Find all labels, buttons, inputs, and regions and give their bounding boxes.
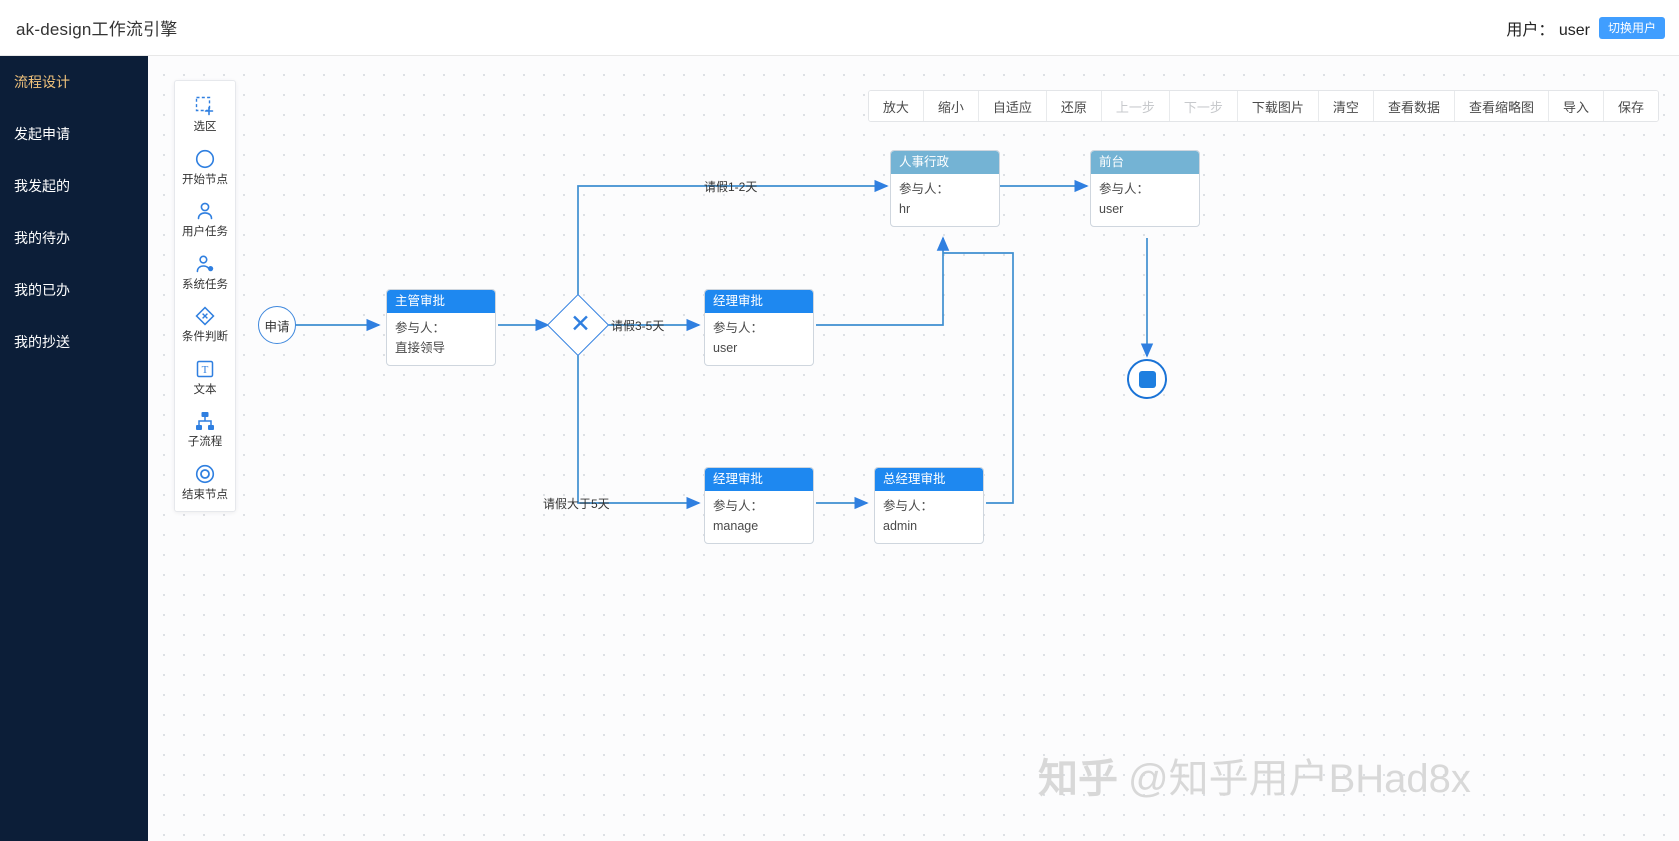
canvas-toolbar: 放大 缩小 自适应 还原 上一步 下一步 下载图片 清空 查看数据 查看缩略图 … bbox=[867, 90, 1659, 122]
view-data-button[interactable]: 查看数据 bbox=[1373, 91, 1455, 121]
undo-button[interactable]: 上一步 bbox=[1101, 91, 1170, 121]
node-front-desk[interactable]: 前台 参与人： user bbox=[1090, 150, 1200, 227]
participant-label: 参与人： bbox=[883, 499, 934, 513]
user-area: 用户： user 切换用户 bbox=[1506, 16, 1665, 40]
node-title: 经理审批 bbox=[705, 290, 813, 313]
text-icon: T bbox=[194, 356, 216, 382]
palette-item-end-node[interactable]: 结束节点 bbox=[174, 461, 236, 502]
user-gear-icon bbox=[194, 251, 216, 277]
watermark-text: @知乎用户BHad8x bbox=[1128, 757, 1471, 801]
participant-value: 直接领导 bbox=[395, 341, 446, 355]
start-node-label: 申请 bbox=[264, 319, 290, 334]
node-body: 参与人： admin bbox=[875, 491, 983, 543]
view-thumbnail-button[interactable]: 查看缩略图 bbox=[1454, 91, 1549, 121]
exclusive-gateway[interactable] bbox=[546, 293, 610, 357]
watermark-logo: 知乎 bbox=[1038, 757, 1118, 801]
sidebar-item-process-design[interactable]: 流程设计 bbox=[14, 74, 70, 90]
node-body: 参与人： manage bbox=[705, 491, 813, 543]
sidebar-item-my-todo[interactable]: 我的待办 bbox=[14, 230, 70, 246]
node-title: 人事行政 bbox=[891, 151, 999, 174]
palette-item-text[interactable]: T 文本 bbox=[174, 356, 236, 397]
sidebar-item-my-cc[interactable]: 我的抄送 bbox=[14, 334, 70, 350]
page-title: ak-design工作流引擎 bbox=[16, 20, 178, 39]
subprocess-icon bbox=[194, 408, 216, 434]
palette-item-label: 文本 bbox=[193, 383, 217, 396]
selection-icon bbox=[194, 93, 216, 119]
node-title: 总经理审批 bbox=[875, 468, 983, 491]
sidebar-item-my-done[interactable]: 我的已办 bbox=[14, 282, 70, 298]
user-icon bbox=[194, 198, 216, 224]
fit-view-button[interactable]: 自适应 bbox=[978, 91, 1047, 121]
palette-item-label: 子流程 bbox=[187, 436, 223, 448]
end-circle-icon bbox=[194, 461, 216, 487]
edge-label-over-5-days: 请假大于5天 bbox=[543, 497, 610, 511]
save-button[interactable]: 保存 bbox=[1603, 91, 1658, 121]
participant-label: 参与人： bbox=[713, 499, 764, 513]
switch-user-button[interactable]: 切换用户 bbox=[1598, 16, 1665, 39]
participant-value: user bbox=[713, 341, 738, 355]
node-hr-admin[interactable]: 人事行政 参与人： hr bbox=[890, 150, 1000, 227]
circle-icon bbox=[194, 146, 216, 172]
edge-label-3-5-days: 请假3-5天 bbox=[611, 319, 665, 333]
participant-label: 参与人： bbox=[899, 182, 950, 196]
svg-text:T: T bbox=[202, 364, 209, 376]
node-title: 经理审批 bbox=[705, 468, 813, 491]
node-general-manager-approval[interactable]: 总经理审批 参与人： admin bbox=[874, 467, 984, 544]
palette-item-selection[interactable]: 选区 bbox=[174, 93, 236, 134]
clear-button[interactable]: 清空 bbox=[1318, 91, 1374, 121]
end-node-square-icon bbox=[1138, 370, 1156, 388]
palette-item-condition[interactable]: 条件判断 bbox=[174, 303, 236, 344]
node-body: 参与人： user bbox=[1091, 174, 1199, 226]
diamond-icon bbox=[194, 303, 216, 329]
edge-label-1-2-days: 请假1-2天 bbox=[704, 180, 758, 194]
start-node[interactable]: 申请 bbox=[258, 306, 296, 344]
node-body: 参与人： 直接领导 bbox=[387, 313, 495, 365]
palette-item-label: 条件判断 bbox=[182, 331, 228, 343]
zoom-in-button[interactable]: 放大 bbox=[868, 91, 924, 121]
palette-item-label: 开始节点 bbox=[182, 173, 228, 186]
palette-item-label: 系统任务 bbox=[182, 278, 228, 291]
node-title: 主管审批 bbox=[387, 290, 495, 313]
participant-label: 参与人： bbox=[395, 321, 446, 335]
participant-value: hr bbox=[899, 202, 911, 216]
redo-button[interactable]: 下一步 bbox=[1169, 91, 1238, 121]
sidebar: 流程设计 发起申请 我发起的 我的待办 我的已办 我的抄送 bbox=[0, 56, 148, 841]
node-title: 前台 bbox=[1091, 151, 1199, 174]
palette-item-system-task[interactable]: 系统任务 bbox=[174, 251, 236, 292]
node-manager-approval-manage[interactable]: 经理审批 参与人： manage bbox=[704, 467, 814, 544]
flow-canvas[interactable]: 选区 开始节点 用户任务 系统任务 bbox=[148, 56, 1679, 841]
import-button[interactable]: 导入 bbox=[1548, 91, 1604, 121]
participant-label: 参与人： bbox=[1099, 182, 1150, 196]
palette-item-start-node[interactable]: 开始节点 bbox=[174, 146, 236, 187]
participant-label: 参与人： bbox=[713, 321, 764, 335]
palette-item-label: 选区 bbox=[193, 121, 217, 133]
palette-item-label: 结束节点 bbox=[182, 488, 228, 501]
palette-item-subprocess[interactable]: 子流程 bbox=[174, 408, 236, 449]
node-supervisor-approval[interactable]: 主管审批 参与人： 直接领导 bbox=[386, 289, 496, 366]
current-user-label: 用户： user bbox=[1506, 21, 1590, 39]
sidebar-item-start-application[interactable]: 发起申请 bbox=[14, 126, 70, 142]
zoom-out-button[interactable]: 缩小 bbox=[923, 91, 979, 121]
node-body: 参与人： user bbox=[705, 313, 813, 365]
palette-item-user-task[interactable]: 用户任务 bbox=[174, 198, 236, 239]
node-body: 参与人： hr bbox=[891, 174, 999, 226]
participant-value: user bbox=[1099, 202, 1124, 216]
participant-value: manage bbox=[713, 519, 759, 533]
watermark: 知乎 @知乎用户BHad8x bbox=[1038, 746, 1471, 804]
end-node[interactable] bbox=[1127, 359, 1167, 399]
palette-item-label: 用户任务 bbox=[182, 226, 228, 238]
node-manager-approval-user[interactable]: 经理审批 参与人： user bbox=[704, 289, 814, 366]
reset-button[interactable]: 还原 bbox=[1046, 91, 1102, 121]
download-image-button[interactable]: 下载图片 bbox=[1237, 91, 1319, 121]
app-header: ak-design工作流引擎 用户： user 切换用户 bbox=[0, 0, 1679, 56]
node-palette: 选区 开始节点 用户任务 系统任务 bbox=[174, 80, 236, 512]
participant-value: admin bbox=[883, 519, 918, 533]
sidebar-item-my-initiated[interactable]: 我发起的 bbox=[14, 178, 70, 194]
